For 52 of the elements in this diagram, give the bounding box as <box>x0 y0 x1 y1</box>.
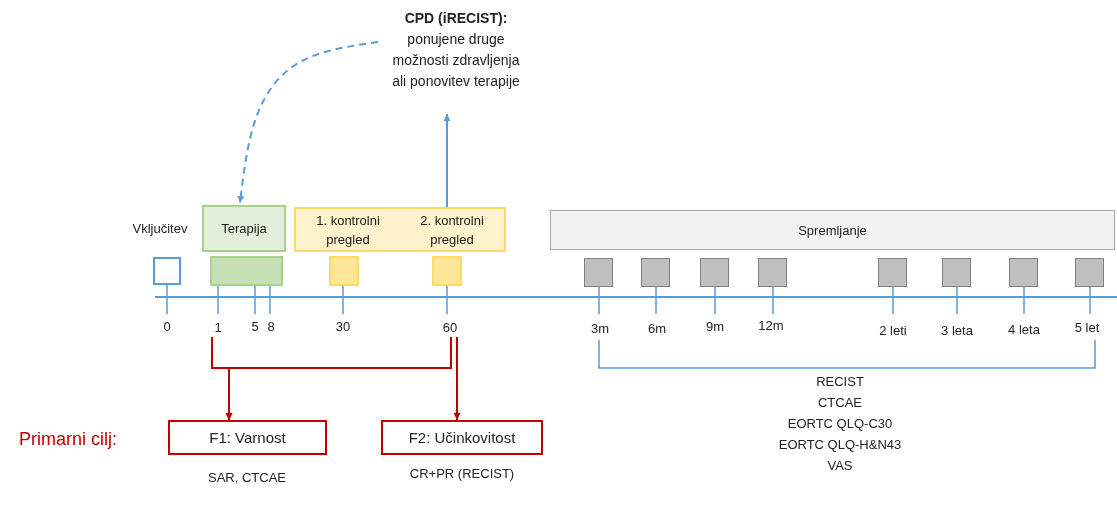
timepoint-marker <box>329 256 359 286</box>
tick-label: 30 <box>335 319 351 335</box>
tick-label: 5 let <box>1074 320 1100 336</box>
tick-label: 0 <box>163 319 171 335</box>
tick-label: 5 <box>251 319 259 335</box>
measure-label: VAS <box>827 458 853 474</box>
arrow <box>453 336 461 421</box>
phase-box <box>294 207 506 252</box>
phase-label: 2. kontrolni pregled <box>419 211 485 249</box>
measure-label: RECIST <box>816 374 864 390</box>
timepoint-marker <box>584 258 613 287</box>
endpoint-box <box>381 420 543 455</box>
tick-label: 9m <box>705 319 725 335</box>
phase-box <box>202 205 286 252</box>
endpoint-measure: CR+PR (RECIST) <box>408 465 516 483</box>
measure-label: EORTC QLQ-H&N43 <box>778 437 902 453</box>
endpoint-box <box>168 420 327 455</box>
timepoint-marker <box>1075 258 1104 287</box>
phase-label: 1. kontrolni pregled <box>315 211 381 249</box>
timepoint-marker <box>700 258 729 287</box>
tick-label: 3 leta <box>941 323 973 339</box>
phase-label: Terapija <box>221 221 267 236</box>
endpoint-measure: SAR, CTCAE <box>207 469 287 487</box>
dashed-arrow <box>237 41 379 204</box>
tick-label: 3m <box>590 321 610 337</box>
timepoint-marker <box>153 257 181 285</box>
tick-label: 1 <box>209 319 227 337</box>
tick-label: 12m <box>758 318 784 334</box>
arrow <box>225 336 452 421</box>
timeline-label: Vključitev <box>132 221 188 237</box>
phase-box <box>550 210 1115 250</box>
endpoint-label: F2: Učinkovitost <box>408 429 516 446</box>
timepoint-marker <box>758 258 787 287</box>
tick-label: 8 <box>267 319 275 335</box>
annotation-text: ponujene druge možnosti zdravljenja ali ponovitev terapije <box>391 30 521 91</box>
timepoint-marker <box>1009 258 1038 287</box>
arrow <box>443 113 451 208</box>
tick-label: 60 <box>438 319 462 337</box>
tick-label: 4 leta <box>1008 322 1040 338</box>
timepoint-marker <box>878 258 907 287</box>
tick-label: 2 leti <box>879 323 907 339</box>
timepoint-marker <box>432 256 462 286</box>
timepoint-bar <box>210 256 283 286</box>
timepoint-marker <box>641 258 670 287</box>
phase-label: Spremljanje <box>798 222 867 238</box>
timepoint-marker <box>942 258 971 287</box>
tick-label: 6m <box>647 321 667 337</box>
measure-label: EORTC QLQ-C30 <box>787 416 893 432</box>
endpoint-label: F1: Varnost <box>209 429 286 446</box>
measure-label: CTCAE <box>817 395 863 411</box>
annotation-heading: CPD (iRECIST): <box>404 9 508 28</box>
row-heading: Primarni cilj: <box>19 428 117 450</box>
